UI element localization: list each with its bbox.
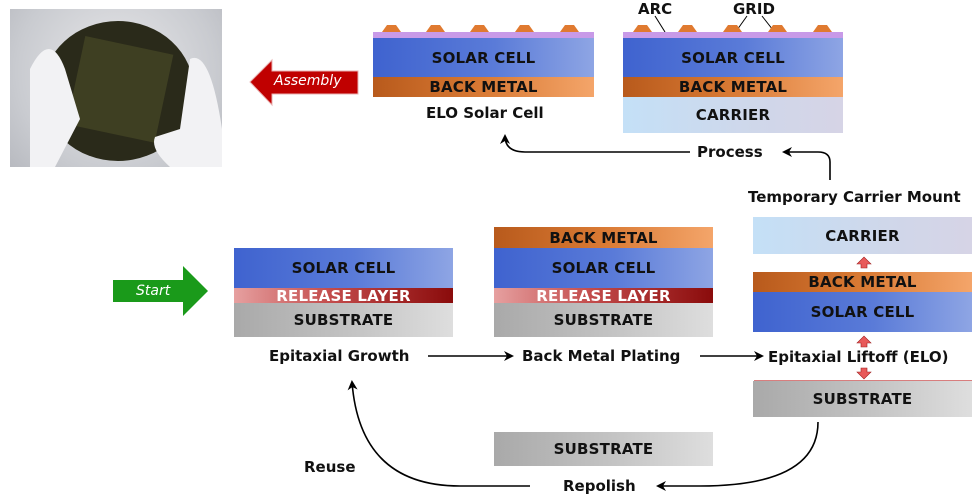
lift-arrow-cell bbox=[856, 335, 872, 348]
lift-arrow-carrier bbox=[856, 256, 872, 269]
elo-substrate-layer: SUBSTRATE bbox=[753, 381, 972, 417]
substrate-to-repolish-arrow bbox=[656, 421, 819, 491]
processed-metal-layer: BACK METAL bbox=[623, 77, 843, 97]
elo-cell-solar-layer: SOLAR CELL bbox=[373, 38, 594, 77]
process-label: Process bbox=[697, 143, 763, 161]
left-glove bbox=[30, 49, 80, 167]
mount-solar-layer: SOLAR CELL bbox=[753, 292, 972, 332]
repolish-caption: Repolish bbox=[563, 477, 636, 495]
assembly-label: Assembly bbox=[274, 73, 342, 89]
growth-solar-layer: SOLAR CELL bbox=[234, 248, 453, 288]
start-label: Start bbox=[136, 283, 171, 299]
process-to-elo-arrow bbox=[500, 134, 690, 153]
growth-substrate-layer: SUBSTRATE bbox=[234, 303, 453, 337]
elo-cell-caption: ELO Solar Cell bbox=[426, 104, 544, 122]
mount-to-process-arrow bbox=[782, 147, 831, 180]
repolish-to-growth-arrow bbox=[347, 380, 530, 487]
start-arrow bbox=[113, 266, 208, 316]
processed-grid-fingers bbox=[633, 25, 832, 32]
mount-carrier-layer: CARRIER bbox=[753, 217, 972, 254]
arc-callout-line bbox=[654, 15, 666, 33]
reuse-label: Reuse bbox=[304, 458, 356, 476]
processed-arc-layer bbox=[623, 32, 843, 38]
grid-callout: GRID bbox=[733, 0, 775, 18]
drop-arrow-substrate bbox=[856, 367, 872, 380]
mount-metal-layer: BACK METAL bbox=[753, 272, 972, 292]
temporary-carrier-mount-caption: Temporary Carrier Mount bbox=[748, 188, 961, 206]
wafer-cell bbox=[66, 36, 174, 143]
epitaxial-growth-caption: Epitaxial Growth bbox=[269, 347, 410, 365]
plating-solar-layer: SOLAR CELL bbox=[494, 248, 713, 288]
lift-arrows bbox=[856, 256, 872, 380]
elo-caption: Epitaxial Liftoff (ELO) bbox=[768, 348, 949, 366]
plating-metal-layer: BACK METAL bbox=[494, 227, 713, 248]
processed-solar-layer: SOLAR CELL bbox=[623, 38, 843, 77]
growth-release-layer: RELEASE LAYER bbox=[234, 287, 453, 305]
repolish-substrate-layer: SUBSTRATE bbox=[494, 432, 713, 466]
back-metal-plating-caption: Back Metal Plating bbox=[522, 347, 681, 365]
right-glove bbox=[154, 57, 222, 167]
assembly-arrow bbox=[249, 58, 359, 107]
wafer-illustration bbox=[30, 21, 222, 167]
plating-release-layer: RELEASE LAYER bbox=[494, 287, 713, 305]
elo-cell-metal-layer: BACK METAL bbox=[373, 77, 594, 97]
elo-cell-grid-fingers bbox=[382, 25, 579, 32]
elo-cell-arc-layer bbox=[373, 32, 594, 38]
solar-wafer-photo bbox=[10, 9, 222, 167]
processed-carrier-layer: CARRIER bbox=[623, 97, 843, 133]
plating-substrate-layer: SUBSTRATE bbox=[494, 303, 713, 337]
arc-callout: ARC bbox=[638, 0, 673, 18]
